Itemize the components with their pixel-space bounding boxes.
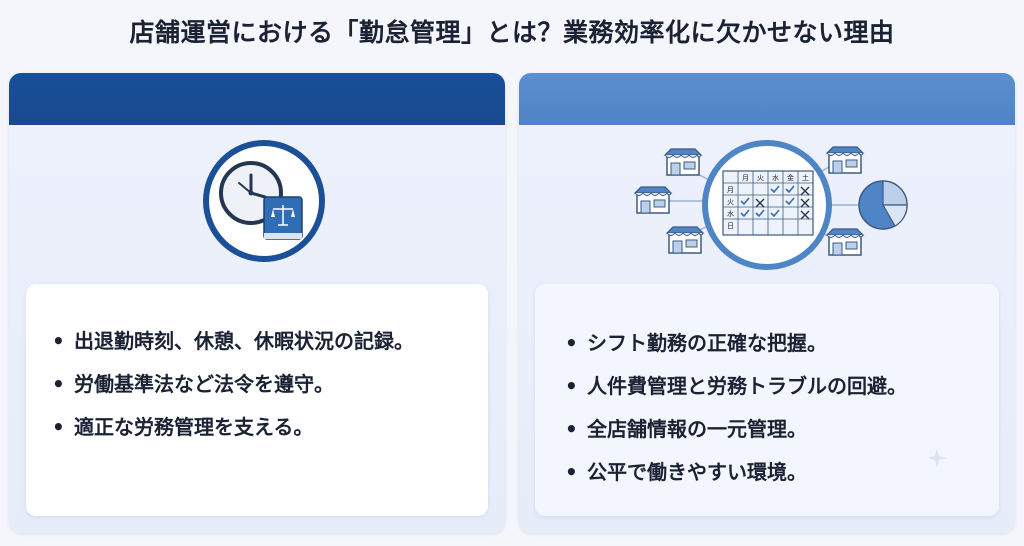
list-item: •適正な労務管理を支える。 — [52, 415, 314, 439]
store-icon — [666, 226, 704, 254]
calendar-day: 水 — [772, 173, 779, 182]
calendar-row-label: 日 — [727, 222, 734, 230]
calendar-day: 火 — [757, 174, 764, 182]
efficiency-illustration: 月 火 水 金 土 月 火 水 日 — [519, 125, 1015, 280]
sparkle-icon — [927, 448, 947, 468]
attendance-description-card: •出退勤時刻、休憩、休暇状況の記録。 •労働基準法など法令を遵守。 •適正な労務… — [26, 284, 488, 516]
attendance-panel-header — [9, 73, 505, 125]
attendance-panel: •出退勤時刻、休憩、休暇状況の記録。 •労働基準法など法令を遵守。 •適正な労務… — [9, 73, 505, 533]
calendar-day: 月 — [742, 174, 749, 182]
efficiency-list: •シフト勤務の正確な把握。 •人件費管理と労務トラブルの回避。 •全店舗情報の一… — [565, 322, 907, 494]
shift-calendar: 月 火 水 金 土 月 火 水 日 — [722, 170, 814, 236]
attendance-illustration — [9, 125, 505, 280]
calendar-row-label: 火 — [727, 198, 734, 206]
list-item: •全店舗情報の一元管理。 — [565, 417, 807, 441]
list-item: •人件費管理と労務トラブルの回避。 — [565, 374, 907, 398]
attendance-list: •出退勤時刻、休憩、休暇状況の記録。 •労働基準法など法令を遵守。 •適正な労務… — [52, 320, 414, 449]
store-icon — [634, 186, 672, 214]
calendar-day: 土 — [802, 173, 809, 182]
pie-chart-icon — [858, 180, 908, 230]
store-icon — [664, 148, 702, 176]
list-item: •公平で働きやすい環境。 — [565, 460, 807, 484]
cross-icon — [755, 186, 810, 220]
store-icon — [826, 228, 864, 256]
calendar-day: 金 — [787, 173, 794, 182]
list-item: •労働基準法など法令を遵守。 — [52, 372, 334, 396]
calendar-row-label: 水 — [727, 209, 734, 218]
store-icon — [826, 146, 864, 174]
efficiency-description-card: •シフト勤務の正確な把握。 •人件費管理と労務トラブルの回避。 •全店舗情報の一… — [535, 284, 999, 516]
list-item: •シフト勤務の正確な把握。 — [565, 331, 827, 355]
efficiency-panel: 月 火 水 金 土 月 火 水 日 — [519, 73, 1015, 533]
page-title: 店舗運営における「勤怠管理」とは？業務効率化に欠かせない理由 — [129, 18, 895, 47]
law-book-icon — [263, 196, 303, 240]
calendar-row-label: 月 — [727, 186, 734, 194]
check-icon — [740, 185, 795, 218]
efficiency-panel-header — [519, 73, 1015, 125]
list-item: •出退勤時刻、休憩、休暇状況の記録。 — [52, 329, 414, 353]
